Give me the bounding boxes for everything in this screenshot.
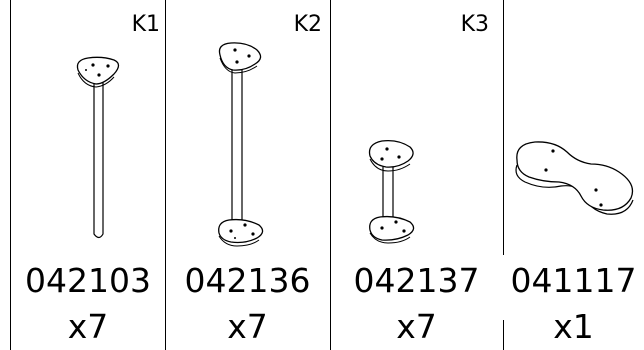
part-quantity: x7 [227,307,268,346]
short-rod-double-disc-icon [368,139,415,244]
part-panel-k3: K3 042137 x7 [330,0,503,350]
part-quantity: x7 [396,307,437,346]
panel-left-border [10,0,11,350]
long-rod-double-disc-icon [218,42,264,247]
long-rod-single-disc-icon [76,56,120,239]
panel-divider-3 [503,0,504,255]
panel-divider-1 [165,0,166,350]
part-panel-k1: K1 042103 x7 [10,0,166,350]
part-quantity: x1 [553,307,594,346]
part-label: K2 [293,12,322,37]
part-panel-plate: 041117 x1 [503,0,644,350]
part-panel-k2: K2 042136 x7 [165,0,330,350]
panel-divider-3-bottom [503,320,504,350]
part-code: 042136 [184,261,311,300]
part-label: K1 [131,12,160,37]
dogbone-plate-icon [515,141,634,215]
part-label: K3 [460,12,489,37]
part-code: 042103 [25,261,151,300]
panel-divider-2 [330,0,331,350]
part-code: 042137 [353,261,480,300]
part-code: 041117 [510,261,637,300]
part-quantity: x7 [67,307,109,346]
